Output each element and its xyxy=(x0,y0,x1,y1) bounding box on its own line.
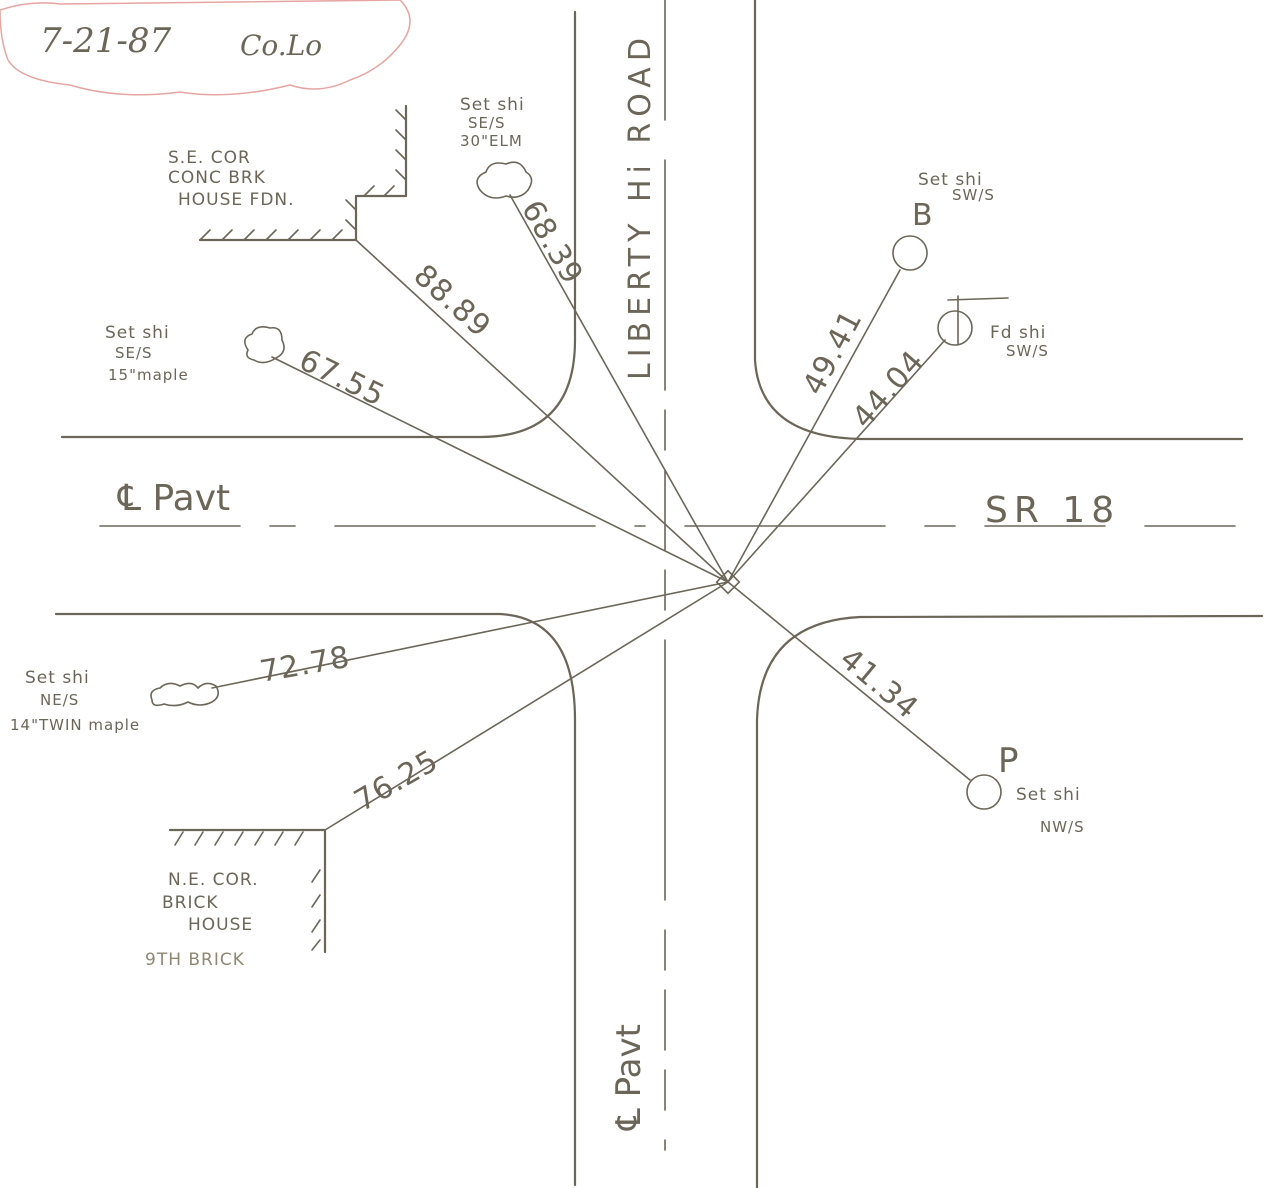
twin-maple-tree: Set shi NE/S 14"TWIN maple xyxy=(10,668,220,734)
date-header: 7-21-87 Co.Lo xyxy=(0,0,411,96)
tie-line-twin xyxy=(211,581,729,689)
header-date: 7-21-87 xyxy=(40,21,172,61)
tie-line-se-cor xyxy=(355,239,729,583)
distance-maple: 67.55 xyxy=(293,343,390,414)
note-ne-cor-line2: BRICK xyxy=(162,893,219,913)
note-twin-line2: NE/S xyxy=(40,691,79,709)
tie-line-b xyxy=(727,269,901,583)
note-maple-line1: Set shi xyxy=(105,323,170,343)
note-se-cor-line2: CONC BRK xyxy=(168,168,266,188)
point-b-circle xyxy=(892,235,928,271)
note-fd-line2: SW/S xyxy=(1006,342,1049,360)
distance-fd: 44.04 xyxy=(846,344,932,436)
note-twin-line1: Set shi xyxy=(25,668,90,688)
note-maple-line3: 15"maple xyxy=(108,366,189,384)
fd-circle xyxy=(937,310,973,346)
centerline-label-ew: ℄ Pavt xyxy=(117,478,230,519)
note-elm-line1: Set shi xyxy=(460,95,525,115)
house-se-corner: S.E. COR CONC BRK HOUSE FDN. xyxy=(168,104,408,242)
note-p-line2: NW/S xyxy=(1040,818,1085,836)
tie-line-p xyxy=(727,581,971,781)
distance-ne-cor: 76.25 xyxy=(349,743,445,819)
tie-lines xyxy=(211,194,971,831)
distance-elm: 68.39 xyxy=(514,195,590,291)
tree-icon xyxy=(150,682,220,707)
point-b: B Set shi SW/S xyxy=(892,170,995,271)
fd-tick xyxy=(947,297,1009,301)
elm-tree: Set shi SE/S 30"ELM xyxy=(460,95,533,199)
tie-line-fd xyxy=(727,339,946,583)
tree-icon xyxy=(244,326,285,364)
note-b-line2: SW/S xyxy=(952,186,995,204)
hatch-sw xyxy=(174,831,321,951)
tree-icon xyxy=(476,161,533,199)
hatch-nw xyxy=(199,109,407,241)
reference-point xyxy=(715,569,741,595)
distance-b: 49.41 xyxy=(796,304,870,401)
distance-twin: 72.78 xyxy=(257,640,353,690)
reference-point-marker xyxy=(715,569,741,595)
point-p-circle xyxy=(966,774,1002,810)
note-se-cor-line3: HOUSE FDN. xyxy=(178,190,295,210)
note-ne-cor-line3: HOUSE xyxy=(188,915,253,935)
house-outline-nw xyxy=(198,104,408,242)
tie-line-maple xyxy=(271,356,729,583)
distance-se-cor: 88.89 xyxy=(407,258,498,345)
road-name-ns: LIBERTY Hi ROAD xyxy=(623,32,658,380)
curb-ne xyxy=(753,358,1244,441)
centerlines xyxy=(99,0,1236,1151)
note-elm-line2: SE/S xyxy=(468,114,506,132)
note-fd-line1: Fd shi xyxy=(990,323,1046,343)
house-ne-corner: N.E. COR. BRICK HOUSE 9TH BRICK xyxy=(145,828,327,970)
note-se-cor-line1: S.E. COR xyxy=(168,148,251,168)
note-ne-cor-line4: 9TH BRICK xyxy=(145,950,245,970)
note-b-line1: Set shi xyxy=(918,170,983,190)
centerline-label-ns: ℄ Pavt xyxy=(609,1024,649,1131)
note-ne-cor-line1: N.E. COR. xyxy=(168,870,259,890)
point-p: P Set shi NW/S xyxy=(966,741,1085,836)
tie-line-elm xyxy=(509,194,729,583)
distance-p: 41.34 xyxy=(833,641,925,726)
header-initials: Co.Lo xyxy=(240,29,322,62)
curb-se xyxy=(755,614,1264,1188)
note-p-line1: Set shi xyxy=(1016,785,1081,805)
found-shiner: Fd shi SW/S xyxy=(937,295,1049,360)
curb-sw xyxy=(54,612,577,1187)
tie-line-ne-cor xyxy=(324,581,729,831)
point-b-letter: B xyxy=(912,198,933,233)
road-name-ew: SR 18 xyxy=(985,490,1120,531)
point-p-letter: P xyxy=(998,741,1019,781)
note-elm-line3: 30"ELM xyxy=(460,132,523,150)
note-twin-line3: 14"TWIN maple xyxy=(10,716,140,734)
maple-tree: Set shi SE/S 15"maple xyxy=(105,323,285,384)
note-maple-line2: SE/S xyxy=(115,344,153,362)
header-cloud-outline xyxy=(0,0,411,96)
